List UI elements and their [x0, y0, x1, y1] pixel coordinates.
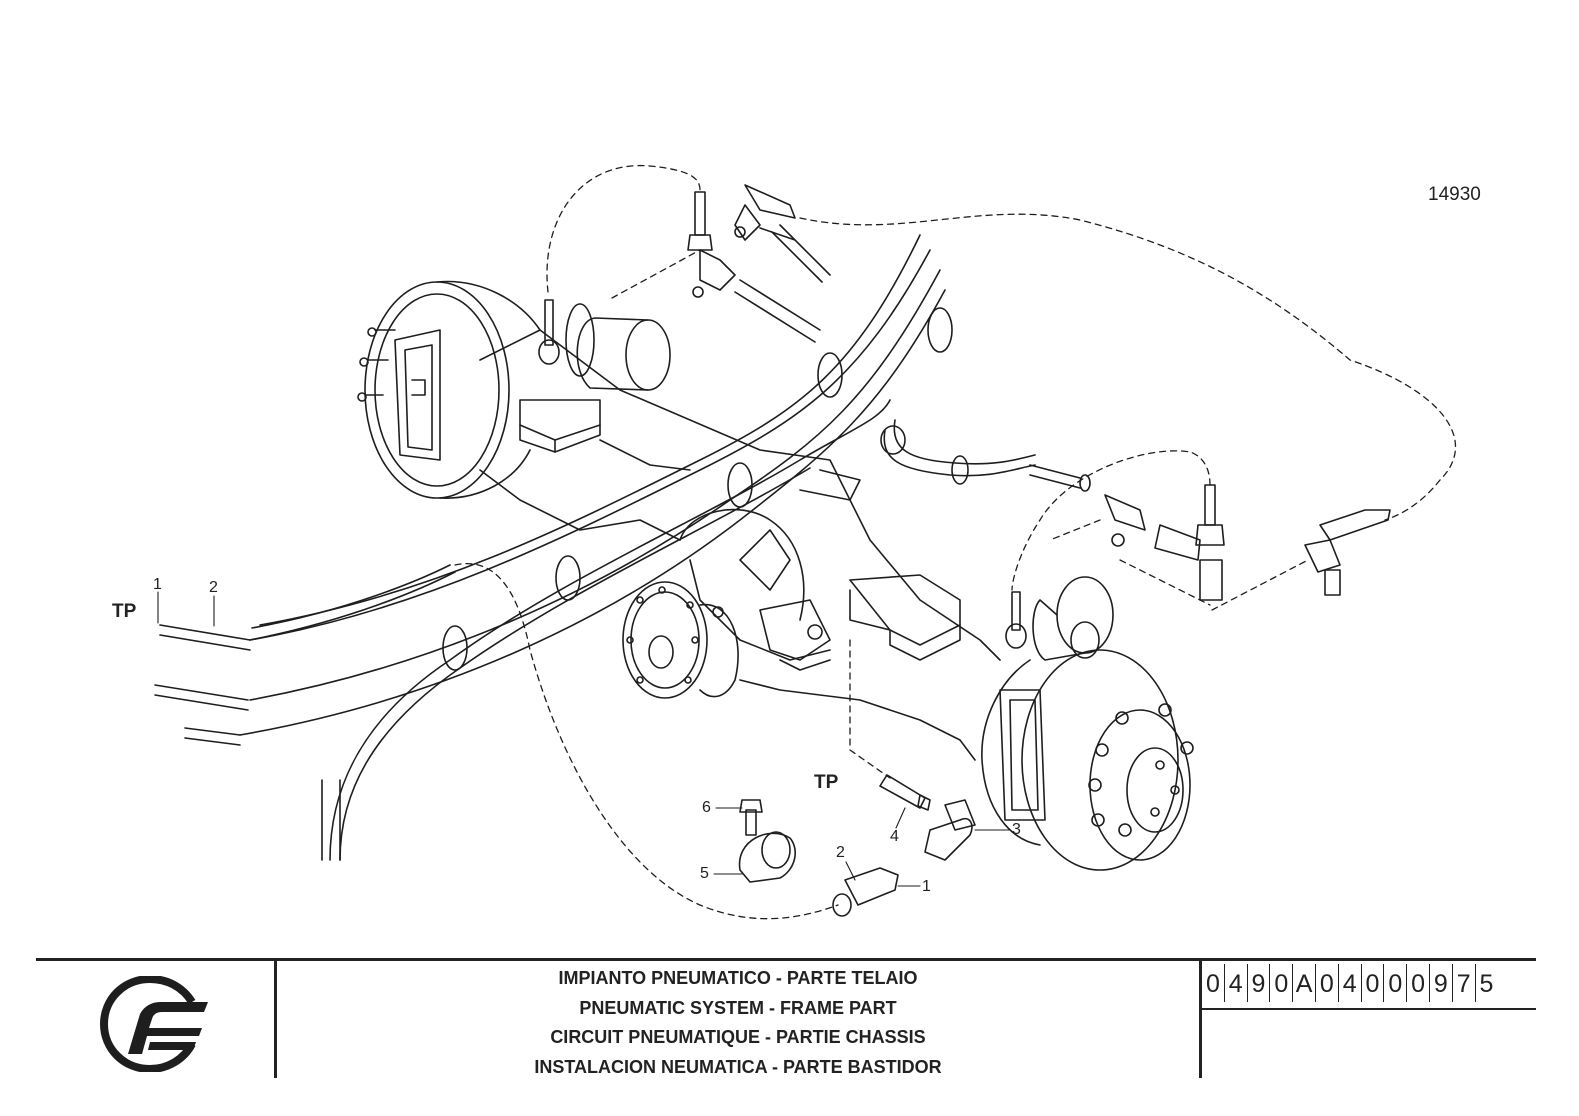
callout-4: 4 [890, 828, 899, 845]
spring-guards [154, 224, 1081, 861]
input-flange [622, 581, 739, 699]
title-french: CIRCUIT PNEUMATIQUE - PARTIE CHASSIS [550, 1027, 926, 1047]
code-char: 7 [1453, 964, 1476, 1002]
left-brake-chamber [538, 299, 671, 391]
code-char: A [1293, 964, 1316, 1002]
callout-1-upper: 1 [153, 576, 162, 593]
hose-clamps [442, 307, 969, 671]
callout-1-lower: 1 [922, 878, 931, 895]
callout-2-lower: 2 [836, 844, 845, 861]
drawing-number: 14930 [1428, 184, 1481, 205]
company-logo-icon [100, 976, 208, 1072]
code-char: 9 [1248, 964, 1271, 1002]
tp-label-left: TP [112, 601, 137, 622]
axle-housing [479, 329, 1001, 761]
callout-6: 6 [702, 799, 711, 816]
code-char: 0 [1407, 964, 1430, 1002]
part-code: 0 4 9 0 A 0 4 0 0 0 9 7 5 [1202, 964, 1497, 1010]
differential [679, 508, 831, 671]
callout-5: 5 [700, 865, 709, 882]
pneumatic-system-drawing [154, 165, 1457, 920]
code-char: 4 [1339, 964, 1362, 1002]
code-char: 4 [1225, 964, 1248, 1002]
top-fittings [687, 184, 796, 298]
callout-leaders [157, 591, 1011, 887]
dashed-assembly-lines [454, 165, 1457, 920]
title-spanish: INSTALACION NEUMATICA - PARTE BASTIDOR [534, 1056, 942, 1077]
title-block-divider-left [274, 958, 277, 1078]
code-char: 0 [1316, 964, 1339, 1002]
right-wheel-hub [981, 649, 1194, 871]
code-char: 0 [1270, 964, 1294, 1002]
code-char: 0 [1384, 964, 1408, 1002]
right-brake-chamber [1005, 576, 1114, 661]
right-fittings [1104, 484, 1391, 601]
part-code-underline [1202, 1008, 1536, 1010]
code-char: 0 [1362, 964, 1385, 1002]
left-wheel-hub [357, 280, 541, 499]
title-block-top-rule [36, 958, 1536, 961]
title-english: PNEUMATIC SYSTEM - FRAME PART [579, 997, 897, 1018]
callout-3: 3 [1012, 821, 1021, 838]
tp-label-center: TP [814, 772, 839, 793]
title-block: IMPIANTO PNEUMATICO - PARTE TELAIO PNEUM… [36, 958, 1536, 1080]
code-char: 0 [1202, 964, 1225, 1002]
loose-parts [738, 774, 976, 917]
title-block-divider-right [1199, 958, 1202, 1078]
hose-bundle [239, 234, 946, 861]
code-char: 9 [1430, 964, 1453, 1002]
right-pipe [883, 419, 1091, 492]
code-char: 5 [1479, 970, 1494, 998]
callout-2-upper: 2 [209, 579, 218, 596]
title-italian: IMPIANTO PNEUMATICO - PARTE TELAIO [558, 968, 918, 988]
title-lines: IMPIANTO PNEUMATICO - PARTE TELAIO PNEUM… [277, 964, 1199, 1082]
